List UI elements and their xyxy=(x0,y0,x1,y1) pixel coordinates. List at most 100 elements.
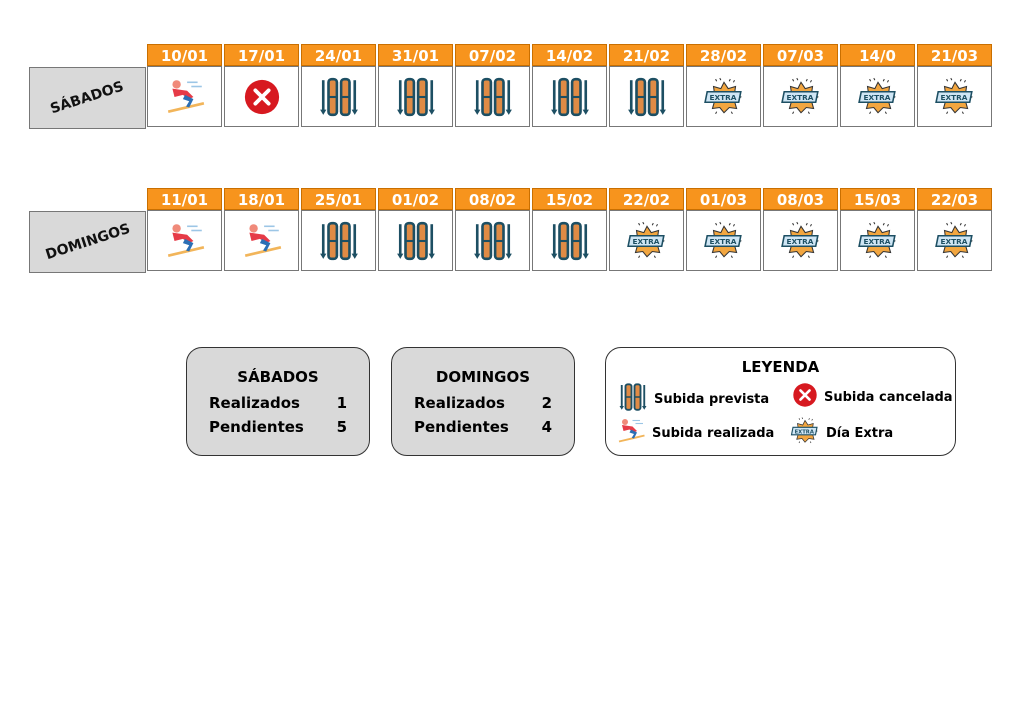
status-prevista-icon xyxy=(301,66,376,127)
date-cell: 15/02 xyxy=(532,188,607,271)
date-header: 01/03 xyxy=(686,188,761,210)
date-cell: 11/01 xyxy=(147,188,222,271)
legend-prevista: Subida prevista xyxy=(618,382,769,416)
date-cell: 21/02 xyxy=(609,44,684,127)
sundays-summary: DOMINGOS Realizados 2 Pendientes 4 xyxy=(391,347,575,456)
svg-text:EXTRA: EXTRA xyxy=(863,237,890,246)
done-count: 1 xyxy=(336,394,347,412)
date-header: 07/03 xyxy=(763,44,838,66)
date-cell: 24/01 xyxy=(301,44,376,127)
date-cell: 01/02 xyxy=(378,188,453,271)
date-cell: 25/01 xyxy=(301,188,376,271)
status-prevista-icon xyxy=(609,66,684,127)
done-label: Realizados xyxy=(414,394,505,412)
date-cell: 10/01 xyxy=(147,44,222,127)
svg-text:EXTRA: EXTRA xyxy=(940,237,967,246)
date-header: 24/01 xyxy=(301,44,376,66)
svg-text:EXTRA: EXTRA xyxy=(786,93,813,102)
date-header: 07/02 xyxy=(455,44,530,66)
svg-text:EXTRA: EXTRA xyxy=(795,429,815,435)
date-header: 08/02 xyxy=(455,188,530,210)
svg-text:EXTRA: EXTRA xyxy=(632,237,659,246)
status-prevista-icon xyxy=(455,210,530,271)
date-header: 21/03 xyxy=(917,44,992,66)
date-header: 17/01 xyxy=(224,44,299,66)
date-cell: 31/01 xyxy=(378,44,453,127)
status-extra-icon: EXTRA xyxy=(686,66,761,127)
saturdays-summary: SÁBADOS Realizados 1 Pendientes 5 xyxy=(186,347,370,456)
svg-text:EXTRA: EXTRA xyxy=(709,93,736,102)
sundays-label-text: DOMINGOS xyxy=(43,220,132,264)
cancelada-icon xyxy=(792,382,818,412)
date-header: 14/0 xyxy=(840,44,915,66)
date-header: 14/02 xyxy=(532,44,607,66)
realizada-icon xyxy=(616,416,646,450)
svg-text:EXTRA: EXTRA xyxy=(709,237,736,246)
legend-realizada-text: Subida realizada xyxy=(652,425,775,441)
status-prevista-icon xyxy=(532,66,607,127)
date-header: 10/01 xyxy=(147,44,222,66)
date-header: 25/01 xyxy=(301,188,376,210)
status-extra-icon: EXTRA xyxy=(917,66,992,127)
status-prevista-icon xyxy=(378,210,453,271)
legend-realizada: Subida realizada xyxy=(616,416,774,450)
date-header: 28/02 xyxy=(686,44,761,66)
date-cell: 17/01 xyxy=(224,44,299,127)
sundays-label: DOMINGOS xyxy=(29,211,146,273)
status-realizada-icon xyxy=(147,66,222,127)
status-cancelada-icon xyxy=(224,66,299,127)
legend-cancelada: Subida cancelada xyxy=(792,382,953,412)
summary-title: DOMINGOS xyxy=(435,368,531,386)
status-extra-icon: EXTRA xyxy=(686,210,761,271)
svg-text:EXTRA: EXTRA xyxy=(863,93,890,102)
status-prevista-icon xyxy=(301,210,376,271)
pending-label: Pendientes xyxy=(209,418,304,436)
done-count: 2 xyxy=(541,394,552,412)
pending-count: 4 xyxy=(541,418,552,436)
legend-cancelada-text: Subida cancelada xyxy=(824,389,953,405)
status-extra-icon: EXTRA xyxy=(609,210,684,271)
legend-extra: EXTRA Día Extra xyxy=(790,416,893,450)
saturdays-label-text: SÁBADOS xyxy=(48,78,127,118)
status-extra-icon: EXTRA xyxy=(763,210,838,271)
prevista-icon xyxy=(618,382,648,416)
date-header: 21/02 xyxy=(609,44,684,66)
date-cell: 18/01 xyxy=(224,188,299,271)
saturdays-label: SÁBADOS xyxy=(29,67,146,129)
date-header: 15/02 xyxy=(532,188,607,210)
date-header: 22/02 xyxy=(609,188,684,210)
status-realizada-icon xyxy=(224,210,299,271)
date-cell: 07/02 xyxy=(455,44,530,127)
legend: LEYENDA Subida prevista Subida cancelada… xyxy=(605,347,956,456)
date-header: 18/01 xyxy=(224,188,299,210)
status-prevista-icon xyxy=(378,66,453,127)
done-label: Realizados xyxy=(209,394,300,412)
status-prevista-icon xyxy=(532,210,607,271)
svg-text:EXTRA: EXTRA xyxy=(940,93,967,102)
legend-extra-text: Día Extra xyxy=(826,425,894,441)
date-cell: 08/02 xyxy=(455,188,530,271)
pending-count: 5 xyxy=(336,418,347,436)
extra-icon: EXTRA xyxy=(790,416,820,450)
date-header: 11/01 xyxy=(147,188,222,210)
status-extra-icon: EXTRA xyxy=(840,66,915,127)
status-prevista-icon xyxy=(455,66,530,127)
summary-title: SÁBADOS xyxy=(237,368,319,386)
pending-label: Pendientes xyxy=(414,418,509,436)
legend-title: LEYENDA xyxy=(741,358,820,376)
date-header: 01/02 xyxy=(378,188,453,210)
status-extra-icon: EXTRA xyxy=(763,66,838,127)
date-header: 22/03 xyxy=(917,188,992,210)
date-cell: 14/02 xyxy=(532,44,607,127)
date-header: 08/03 xyxy=(763,188,838,210)
legend-prevista-text: Subida prevista xyxy=(654,391,770,407)
date-header: 15/03 xyxy=(840,188,915,210)
